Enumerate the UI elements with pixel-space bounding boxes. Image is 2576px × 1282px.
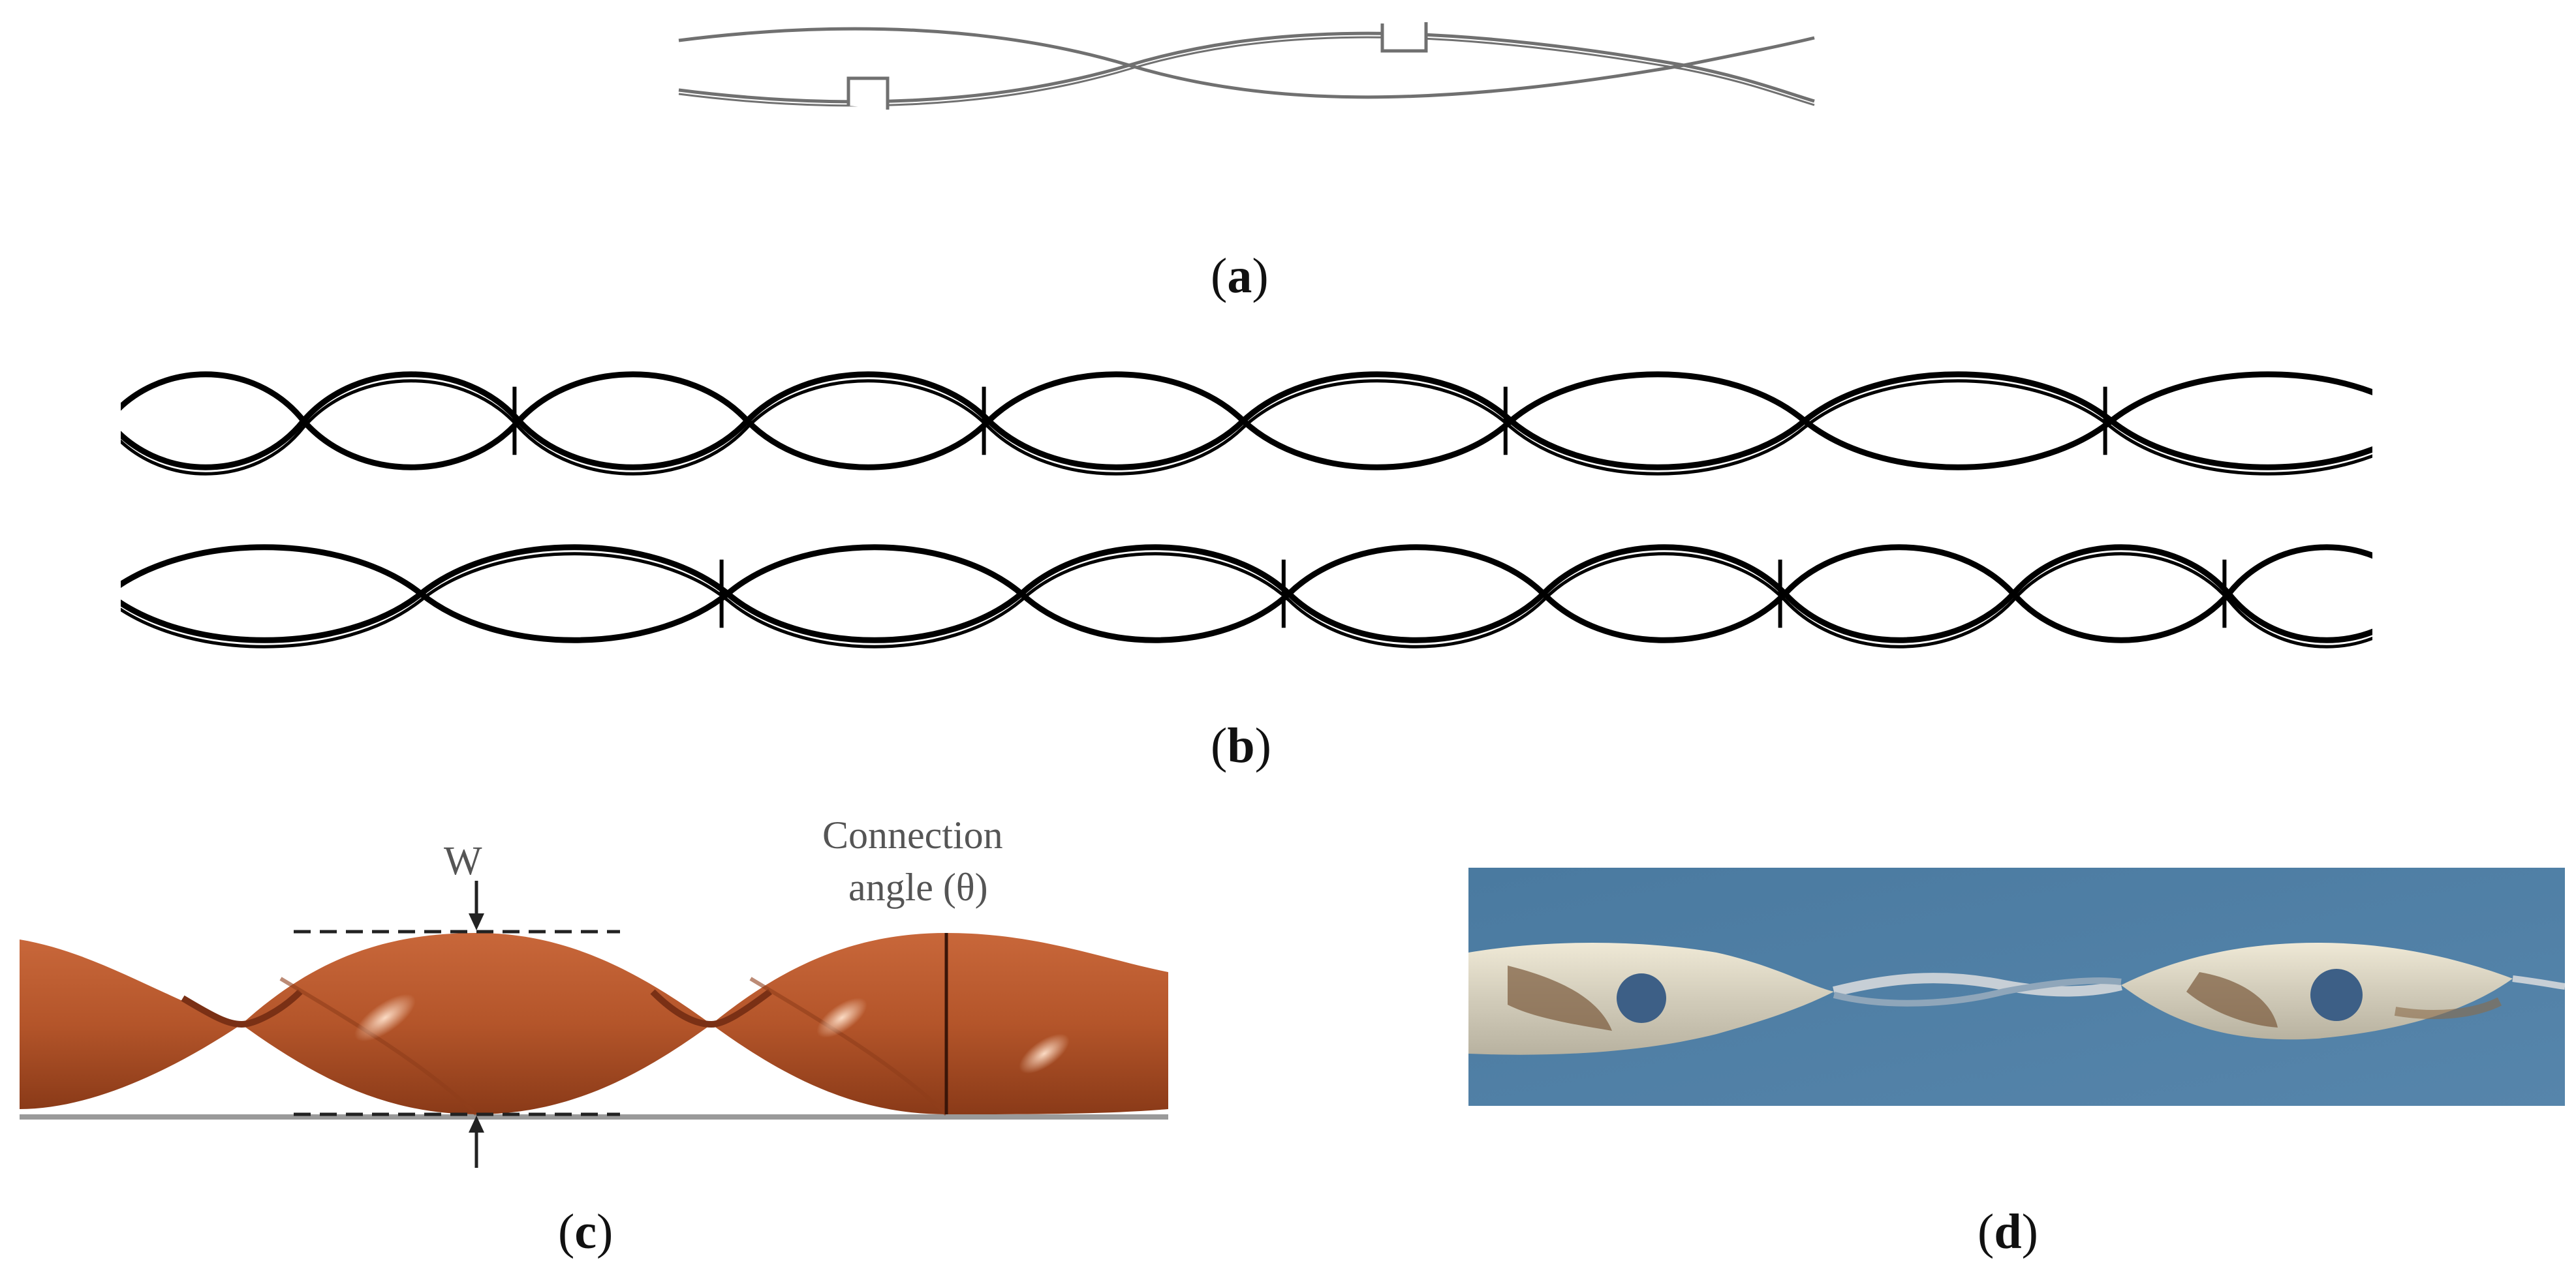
copper-lobe-left [20,939,241,1109]
panel-a-drawing [678,22,1815,110]
twisted-strip-top [121,371,2372,476]
panel-b [121,352,2372,665]
label-connection: Connection [822,814,1003,857]
copper-lobe-middle [241,933,711,1114]
label-angle: angle (θ) [848,866,988,909]
hole-right [2310,969,2363,1021]
label-w: W [444,839,482,883]
panel-d-photo [1468,868,2565,1106]
panel-a [672,13,1821,117]
hole-left [1617,973,1666,1023]
panel-b-drawing [121,371,2372,649]
panel-c: W Connection angle (θ) [20,802,1168,1168]
caption-a: (a) [1211,249,1269,303]
caption-d: (d) [1978,1204,2038,1259]
twisted-strip-bottom [121,544,2372,649]
caption-b: (b) [1211,718,1271,773]
panel-d [1468,868,2565,1106]
caption-c: (c) [558,1204,613,1259]
panel-c-drawing: W Connection angle (θ) [20,814,1168,1168]
copper-lobe-right [711,933,1168,1114]
